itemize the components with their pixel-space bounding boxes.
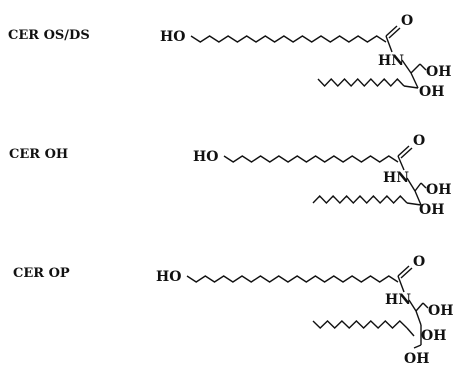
c3-c4-bond [406, 202, 422, 206]
primary-hydroxyl: OH [428, 303, 453, 319]
amide-oxygen: O [401, 13, 413, 29]
structure-cer-oh: CER OH HO O HN OH OH [9, 133, 451, 218]
c3-c4-bond [403, 85, 419, 89]
sphingoid-chain [317, 77, 405, 88]
fatty-acid-chain [223, 155, 399, 163]
n-c2-bond [406, 177, 416, 192]
c1-bond [410, 63, 421, 74]
primary-hydroxyl: OH [426, 64, 451, 80]
c4-o-bond [413, 344, 422, 349]
amide-oxygen: O [413, 254, 425, 270]
c1-bond [414, 182, 422, 192]
c4-c5-bond [406, 327, 415, 337]
carbonyl-bond-2 [388, 27, 401, 39]
structure-cer-op: CER OP HO O HN OH OH OH [13, 254, 453, 367]
c1-o-bond [419, 63, 427, 71]
structure-label: CER OH [9, 147, 68, 162]
amide-bond [397, 155, 405, 171]
sphingoid-chain [312, 194, 408, 205]
head-hydroxyl: HO [193, 149, 218, 165]
amide-nitrogen: HN [378, 53, 404, 69]
fatty-acid-chain [190, 35, 387, 43]
carbonyl-bond-2 [400, 267, 413, 279]
c1-bond [415, 302, 424, 312]
secondary-hydroxyl: OH [419, 202, 444, 218]
structure-cer-os-ds: CER OS/DS HO O HN OH OH [8, 13, 451, 100]
fatty-acid-chain [186, 275, 399, 283]
amide-bond [385, 35, 393, 53]
carbonyl-bond [397, 265, 410, 277]
amide-nitrogen: HN [383, 170, 409, 186]
amide-nitrogen: HN [385, 292, 411, 308]
c1-o-bond [422, 302, 429, 309]
amide-oxygen: O [413, 133, 425, 149]
n-c2-bond [401, 59, 412, 74]
carbonyl-bond [397, 145, 410, 157]
secondary-hydroxyl: OH [419, 84, 444, 100]
sphingoid-chain [312, 320, 408, 329]
head-hydroxyl: HO [156, 269, 181, 285]
secondary-hydroxyl: OH [421, 328, 446, 344]
tertiary-hydroxyl: OH [404, 351, 429, 367]
n-c2-bond [408, 299, 417, 312]
structure-label: CER OS/DS [8, 28, 90, 43]
c2-c3-bond [415, 310, 422, 326]
c2-c3-bond [410, 72, 419, 89]
amide-bond [397, 275, 405, 293]
primary-hydroxyl: OH [426, 182, 451, 198]
carbonyl-bond [385, 25, 398, 37]
head-hydroxyl: HO [160, 29, 185, 45]
c1-o-bond [420, 182, 427, 189]
structure-label: CER OP [13, 266, 70, 281]
c2-c3-bond [414, 190, 422, 206]
carbonyl-bond-2 [400, 147, 413, 159]
